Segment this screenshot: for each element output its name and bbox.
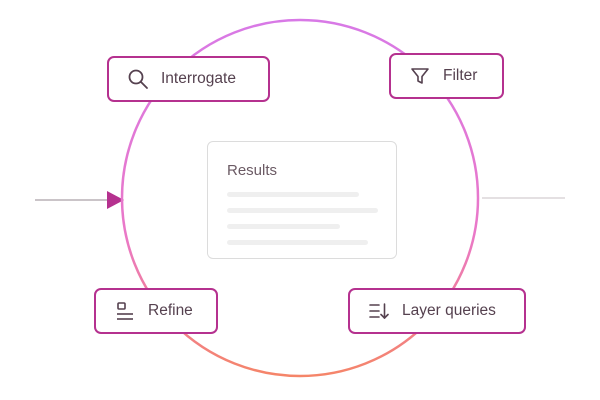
search-icon xyxy=(127,68,149,90)
filter-node[interactable]: Filter xyxy=(389,53,504,99)
refine-icon xyxy=(114,300,136,322)
input-arrowhead xyxy=(107,191,124,209)
results-placeholder-line xyxy=(227,224,340,229)
layer-queries-label: Layer queries xyxy=(402,302,496,319)
layer-queries-node[interactable]: Layer queries xyxy=(348,288,526,334)
filter-funnel-icon xyxy=(409,65,431,87)
results-title: Results xyxy=(227,162,278,179)
results-placeholder-line xyxy=(227,192,359,197)
results-placeholder-line xyxy=(227,208,378,213)
sort-descending-icon xyxy=(368,300,390,322)
refine-node[interactable]: Refine xyxy=(94,288,218,334)
interrogate-label: Interrogate xyxy=(161,70,236,87)
interrogate-node[interactable]: Interrogate xyxy=(107,56,270,102)
filter-label: Filter xyxy=(443,67,478,84)
refine-label: Refine xyxy=(148,302,193,319)
results-card: Results xyxy=(207,141,397,259)
cycle-ring xyxy=(120,18,480,378)
results-placeholder-line xyxy=(227,240,368,245)
